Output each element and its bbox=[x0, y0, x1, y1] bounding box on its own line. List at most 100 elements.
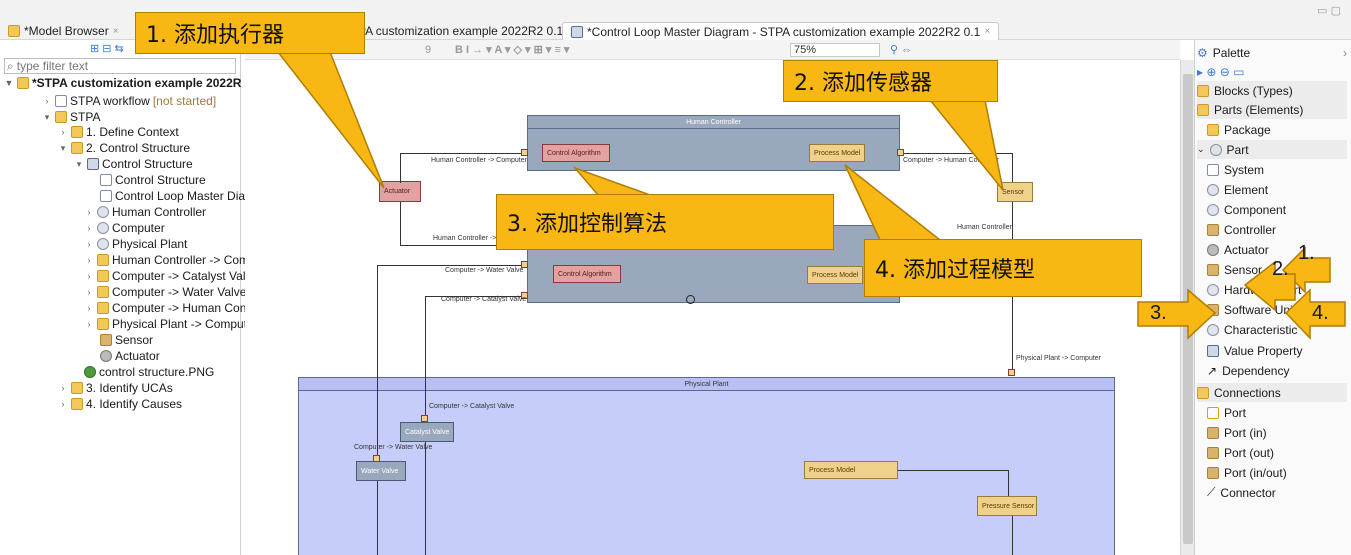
formatting-icons[interactable]: B I → ▾ A ▾ ◇ ▾ ⊞ ▾ ≡ ▾ bbox=[455, 44, 570, 56]
chevron-right-icon[interactable]: › bbox=[87, 207, 91, 217]
chevron-right-icon[interactable]: › bbox=[87, 287, 91, 297]
palette-item-hardware-part[interactable]: Hardware Part bbox=[1197, 280, 1347, 299]
chevron-down-icon[interactable]: ▾ bbox=[76, 158, 82, 169]
palette-item-component[interactable]: Component bbox=[1197, 200, 1347, 219]
close-icon[interactable]: × bbox=[112, 25, 119, 37]
chevron-right-icon[interactable]: › bbox=[87, 223, 91, 233]
chevron-down-icon[interactable]: ▾ bbox=[44, 111, 50, 122]
palette-section-connections[interactable]: Connections bbox=[1197, 383, 1347, 402]
part-catalyst-valve[interactable]: Catalyst Valve bbox=[400, 422, 454, 442]
vertical-scrollbar[interactable] bbox=[1180, 60, 1194, 555]
port[interactable] bbox=[897, 149, 904, 156]
close-icon[interactable]: × bbox=[984, 26, 991, 37]
palette-item-controller[interactable]: Controller bbox=[1197, 220, 1347, 239]
tab-model-browser[interactable]: *Model Browser × bbox=[0, 22, 127, 40]
chevron-right-icon[interactable]: › bbox=[61, 399, 65, 409]
browser-toolbar-icons[interactable]: ⊞ ⊟ ⇆ bbox=[90, 43, 124, 55]
part-control-algorithm-computer[interactable]: Control Algorithm bbox=[553, 265, 621, 283]
chevron-right-icon[interactable]: › bbox=[87, 271, 91, 281]
palette-section-parts[interactable]: Parts (Elements) bbox=[1197, 100, 1347, 119]
tab-previous-diagram[interactable]: PA customization example 2022R2 0.1 bbox=[350, 22, 571, 40]
tree-item-actuator[interactable]: Actuator bbox=[100, 347, 160, 365]
palette-header[interactable]: ⚙Palette› bbox=[1197, 45, 1347, 60]
tree-item-control-loop-master-diagram[interactable]: Control Loop Master Diagr bbox=[100, 187, 256, 205]
part-process-model-plant[interactable]: Process Model bbox=[804, 461, 898, 479]
part-control-algorithm-hc[interactable]: Control Algorithm bbox=[542, 144, 610, 162]
chevron-right-icon[interactable]: › bbox=[61, 127, 65, 137]
palette-item-connector[interactable]: ⟋Connector bbox=[1207, 485, 1276, 500]
layout-icons[interactable]: ⚲ ⇔ bbox=[890, 44, 913, 56]
component-icon bbox=[1207, 203, 1219, 216]
part-water-valve[interactable]: Water Valve bbox=[356, 461, 406, 481]
palette-item-dependency[interactable]: ↗Dependency bbox=[1207, 363, 1290, 378]
minimize-maximize-icon[interactable]: ▭ ▢ bbox=[1317, 5, 1341, 17]
chevron-right-icon[interactable]: › bbox=[87, 319, 91, 329]
tree-item-identify-ucas[interactable]: ›3. Identify UCAs bbox=[58, 379, 173, 397]
chevron-right-icon[interactable]: › bbox=[45, 96, 49, 106]
controller-icon bbox=[1207, 223, 1219, 236]
tree-item-control-structure[interactable]: ▾Control Structure bbox=[74, 155, 193, 173]
palette-item-package[interactable]: Package bbox=[1197, 120, 1347, 139]
block-physical-plant[interactable]: Physical Plant bbox=[298, 377, 1115, 555]
palette-tools[interactable]: ▸ ⊕ ⊖ ▭ bbox=[1197, 64, 1245, 79]
scrollbar-thumb[interactable] bbox=[1183, 74, 1193, 544]
palette-section-blocks[interactable]: Blocks (Types) bbox=[1197, 81, 1347, 100]
part-sensor[interactable]: Sensor bbox=[997, 182, 1033, 202]
tree-item-stpa[interactable]: ▾STPA bbox=[42, 108, 101, 126]
resize-handle[interactable] bbox=[686, 295, 695, 304]
port-in-icon bbox=[1207, 426, 1219, 439]
chevron-right-icon[interactable]: › bbox=[87, 239, 91, 249]
image-icon bbox=[84, 366, 96, 378]
chevron-right-icon[interactable]: › bbox=[61, 383, 65, 393]
part-pressure-sensor[interactable]: Pressure Sensor bbox=[977, 496, 1037, 516]
port[interactable] bbox=[521, 261, 528, 268]
connector-line bbox=[1012, 516, 1013, 555]
tree-item-stpa-workflow[interactable]: ›STPA workflow[not started] bbox=[42, 92, 217, 110]
chevron-right-icon[interactable]: › bbox=[87, 303, 91, 313]
tree-item-control-structure-folder[interactable]: ▾2. Control Structure bbox=[58, 139, 190, 157]
tree-item-physical-plant[interactable]: ›Physical Plant bbox=[84, 235, 188, 253]
palette-item-port-out[interactable]: Port (out) bbox=[1197, 443, 1347, 462]
palette-item-value-property[interactable]: Value Property bbox=[1197, 341, 1347, 360]
tree-item-human-controller[interactable]: ›Human Controller bbox=[84, 203, 207, 221]
tree-item-computer-to-hc[interactable]: ›Computer -> Human Contr bbox=[84, 299, 254, 317]
font-size-select[interactable]: 9 bbox=[425, 44, 432, 56]
port[interactable] bbox=[1008, 369, 1015, 376]
tree-item-project[interactable]: ▼*STPA customization example 2022R bbox=[4, 76, 242, 90]
tree-item-define-context[interactable]: ›1. Define Context bbox=[58, 123, 179, 141]
block-human-controller[interactable]: Human Controller bbox=[527, 115, 900, 171]
chevron-down-icon[interactable]: ▼ bbox=[4, 78, 14, 88]
chevron-right-icon[interactable]: › bbox=[87, 255, 91, 265]
tree-item-sensor[interactable]: Sensor bbox=[100, 331, 153, 349]
palette-item-actuator[interactable]: Actuator bbox=[1197, 240, 1347, 259]
tree-item-hc-to-computer[interactable]: ›Human Controller -> Comp bbox=[84, 251, 256, 269]
port[interactable] bbox=[373, 455, 380, 462]
palette-item-port-in[interactable]: Port (in) bbox=[1197, 423, 1347, 442]
search-input[interactable]: ⌕ type filter text bbox=[4, 58, 236, 74]
palette-item-port-inout[interactable]: Port (in/out) bbox=[1197, 463, 1347, 482]
port[interactable] bbox=[521, 292, 528, 299]
tree-item-control-structure-diagram[interactable]: Control Structure bbox=[100, 171, 206, 189]
tree-item-physical-to-computer[interactable]: ›Physical Plant -> Compute bbox=[84, 315, 254, 333]
zoom-select[interactable]: 75% bbox=[790, 43, 880, 57]
port[interactable] bbox=[521, 149, 528, 156]
tree-item-computer-to-water[interactable]: ›Computer -> Water Valve [ bbox=[84, 283, 254, 301]
part-process-model-computer[interactable]: Process Model bbox=[807, 266, 863, 284]
part-actuator[interactable]: Actuator bbox=[379, 181, 421, 202]
tree-item-identify-causes[interactable]: ›4. Identify Causes bbox=[58, 395, 183, 413]
palette-item-element[interactable]: Element bbox=[1197, 180, 1347, 199]
palette-item-part[interactable]: ⌄Part bbox=[1197, 140, 1347, 159]
chevron-down-icon[interactable]: ⌄ bbox=[1197, 144, 1205, 154]
tree-item-control-structure-png[interactable]: control structure.PNG bbox=[84, 363, 214, 381]
port[interactable] bbox=[897, 232, 904, 239]
diagram-canvas[interactable]: Human Controller Control Algorithm Proce… bbox=[245, 60, 1180, 555]
tab-control-loop-diagram[interactable]: *Control Loop Master Diagram - STPA cust… bbox=[562, 22, 1000, 40]
chevron-down-icon[interactable]: ▾ bbox=[60, 142, 66, 153]
tree-item-computer[interactable]: ›Computer bbox=[84, 219, 165, 237]
tree-item-computer-to-catalyst[interactable]: ›Computer -> Catalyst Valve bbox=[84, 267, 259, 285]
part-process-model-hc[interactable]: Process Model bbox=[809, 144, 865, 162]
palette-item-port[interactable]: Port bbox=[1197, 403, 1347, 422]
palette-item-system[interactable]: System bbox=[1197, 160, 1347, 179]
port[interactable] bbox=[421, 415, 428, 422]
chevron-right-icon[interactable]: › bbox=[1343, 45, 1347, 60]
